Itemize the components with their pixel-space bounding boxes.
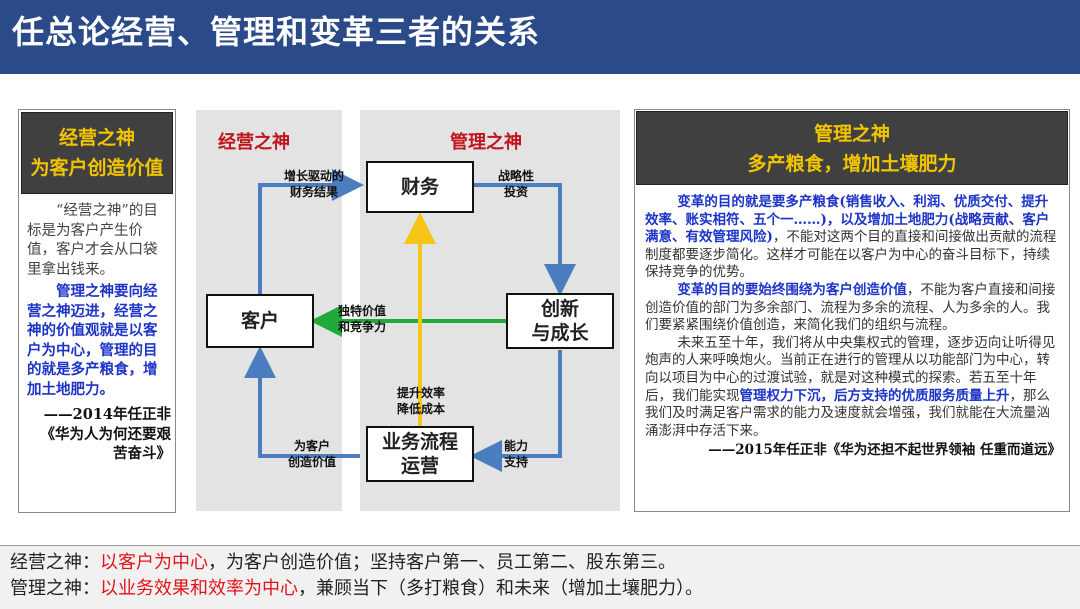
edge-label-unique-value: 独特价值和竞争力	[337, 304, 386, 334]
management-diagram: 经营之神 管理之神 财务 客户 创新 与成长 业务流程 运营 增长驱动的财务结果	[196, 110, 620, 511]
diagram-left-label: 经营之神	[218, 132, 290, 153]
left-citation: ——2014年任正非《华为人为何还要艰苦奋斗》	[40, 406, 172, 462]
edge-label-efficiency: 提升效率降低成本	[396, 386, 445, 416]
left-panel: 经营之神 为客户创造价值 “经营之神”的目标是为客户产生价值，客户才会从口袋里拿…	[18, 109, 176, 513]
right-panel-body: 变革的目的就是要多产粮食(销售收入、利润、优质交付、提升效率、账实相符、五个一……	[645, 194, 1061, 460]
left-heading-line2: 为客户创造价值	[30, 157, 164, 179]
summary-bar: 经营之神：以客户为中心，为客户创造价值；坚持客户第一、员工第二、股东第三。 管理…	[0, 545, 1080, 609]
node-business-process: 业务流程 运营	[366, 426, 474, 482]
title-bar: 任总论经营、管理和变革三者的关系	[0, 0, 1080, 74]
right-paragraph-2: 变革的目的要始终围绕为客户创造价值，不能为客户直接和间接创造价值的部门为多余部门…	[645, 281, 1056, 334]
node-customer: 客户	[206, 294, 314, 348]
edge-label-capability: 能力支持	[503, 439, 528, 469]
page-title: 任总论经营、管理和变革三者的关系	[12, 13, 541, 51]
right-paragraph-1: 变革的目的就是要多产粮食(销售收入、利润、优质交付、提升效率、账实相符、五个一……	[645, 194, 1057, 281]
edge-label-growth: 增长驱动的财务结果	[283, 169, 344, 199]
right-citation: ——2015年任正非《华为还担不起世界领袖 任重而道远》	[708, 442, 1061, 459]
right-heading-line1: 管理之神	[813, 123, 890, 145]
right-paragraph-3: 未来五至十年，我们将从中央集权式的管理，逐步迈向让听得见炮声的人来呼唤炮火。当前…	[645, 334, 1056, 439]
summary-line-2: 管理之神：以业务效果和效率为中心，兼顾当下（多打粮食）和未来（增加土壤肥力）。	[10, 578, 703, 599]
diagram-arrows	[244, 169, 576, 472]
left-panel-body: “经营之神”的目标是为客户产生价值，客户才会从口袋里拿出钱来。 管理之神要向经营…	[27, 202, 171, 464]
edge-label-customer-value: 为客户创造价值	[287, 439, 336, 469]
left-quote: “经营之神”的目标是为客户产生价值，客户才会从口袋里拿出钱来。	[27, 203, 158, 278]
right-panel-heading: 管理之神 多产粮食，增加土壤肥力	[636, 111, 1068, 185]
left-emphasis: 管理之神要向经营之神迈进，经营之神的价值观就是以客户为中心，管理的目的就是多产粮…	[27, 283, 158, 398]
node-innovation-growth: 创新 与成长	[506, 293, 614, 349]
right-panel: 管理之神 多产粮食，增加土壤肥力 变革的目的就是要多产粮食(销售收入、利润、优质…	[634, 109, 1070, 512]
edge-label-strategic: 战略性投资	[497, 169, 534, 199]
left-panel-heading: 经营之神 为客户创造价值	[21, 112, 173, 194]
node-finance: 财务	[366, 161, 474, 213]
arrow-process-to-customer	[244, 346, 360, 458]
arrow-customer-to-finance	[258, 169, 364, 294]
left-heading-line1: 经营之神	[58, 127, 135, 149]
arrow-innovation-to-process	[470, 350, 562, 472]
summary-line-1: 经营之神：以客户为中心，为客户创造价值；坚持客户第一、员工第二、股东第三。	[10, 552, 676, 573]
right-heading-line2: 多产粮食，增加土壤肥力	[747, 153, 957, 175]
diagram-right-label: 管理之神	[450, 132, 522, 153]
